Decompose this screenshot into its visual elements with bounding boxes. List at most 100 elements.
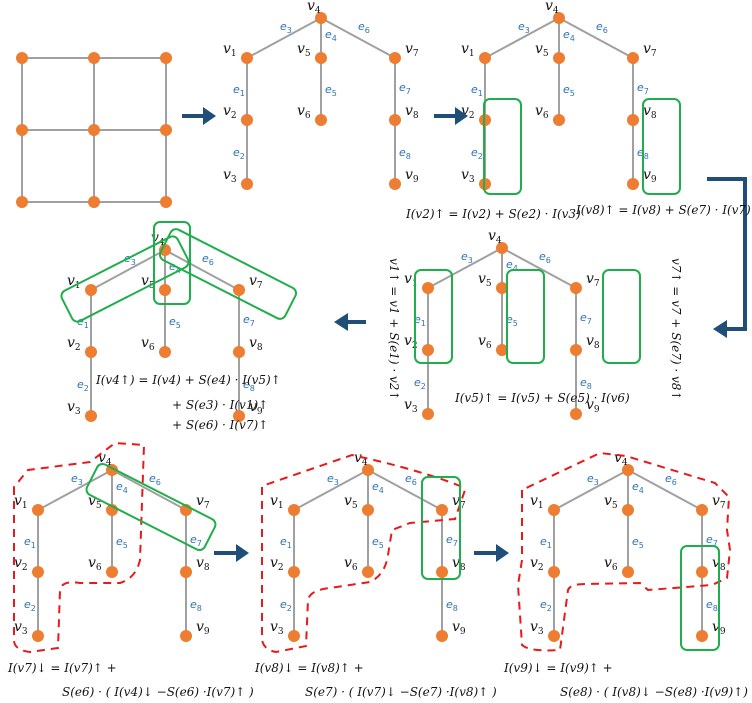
tree-node-v2 (241, 114, 253, 126)
vertex-label-v1: v1 (530, 493, 544, 511)
vertex-label-v8: v8 (196, 555, 210, 573)
tree-edge-e6 (320, 17, 396, 59)
edge-label-e1: e1 (540, 535, 552, 550)
tree-edge-e6 (367, 469, 443, 511)
tree-node-v9 (180, 630, 192, 642)
tree-node-v2 (288, 566, 300, 578)
tree-node-v9 (570, 408, 582, 420)
vertex-label-v7: v7 (712, 493, 726, 511)
grid-node (88, 52, 100, 64)
vertex-label-v3: v3 (270, 619, 284, 637)
highlight-box-v8-v9 (642, 98, 681, 195)
vertex-label-v9: v9 (196, 619, 210, 637)
highlight-box-v4-v7-p6 (85, 462, 217, 552)
tree-panels: e1 e2 e3 e4 e5 e6 e7 e8 v1 v2 v3 v4 v5 v6 v7 v8 v9 e1 e2 e3… (14, 0, 726, 642)
vertex-label-v2: v2 (223, 103, 237, 121)
tree-node-v8 (627, 114, 639, 126)
vertex-label-v1: v1 (461, 41, 475, 59)
tree-node-v5 (159, 284, 171, 296)
edge-label-e6: e6 (665, 472, 677, 487)
tree-node-v5 (496, 282, 508, 294)
tree-node-v7 (233, 284, 245, 296)
tree-node-v1 (241, 52, 253, 64)
vertex-label-v3: v3 (14, 619, 28, 637)
vertex-label-v3: v3 (461, 167, 475, 185)
tree-node-v5 (553, 52, 565, 64)
edge-label-e5: e5 (563, 83, 575, 98)
formula-p4-v1: v1↑ = v1 + S(e1) · v2↑ (387, 258, 401, 400)
formula-p6-line2: S(e6) · ( I(v4)↓ −S(e6) ·I(v7)↑ ) (62, 685, 254, 699)
tree-node-v3 (422, 408, 434, 420)
edge-label-e7: e7 (399, 81, 411, 96)
vertex-label-v4: v4 (307, 0, 321, 16)
vertex-label-v5: v5 (604, 493, 618, 511)
tree-edge-e3 (37, 469, 113, 511)
edge-label-e7: e7 (706, 533, 718, 548)
formula-p5-line3: + S(e6) · I(v7)↑ (172, 418, 268, 432)
edge-label-e1: e1 (280, 535, 292, 550)
edge-label-e2: e2 (233, 146, 245, 161)
tree-node-v2 (32, 566, 44, 578)
edge-label-e8: e8 (243, 378, 255, 393)
edge-label-e4: e4 (325, 28, 337, 43)
edge-label-e1: e1 (414, 313, 426, 328)
tree-node-v9 (389, 178, 401, 190)
vertex-label-v8: v8 (405, 103, 419, 121)
edge-label-e3: e3 (327, 472, 339, 487)
tree-node-v2 (85, 346, 97, 358)
tree-node-v3 (241, 178, 253, 190)
edge-label-e2: e2 (471, 146, 483, 161)
vertex-label-v2: v2 (14, 555, 28, 573)
vertex-label-v1: v1 (14, 493, 28, 511)
tree-node-v4 (159, 244, 171, 256)
tree-node-v3 (32, 630, 44, 642)
formula-p3-v2: I(v2)↑ = I(v2) + S(e2) · I(v3) (405, 207, 581, 221)
edge-label-e2: e2 (24, 598, 36, 613)
highlight-box-v1-v4 (60, 235, 190, 323)
grid-node (160, 124, 172, 136)
edge-label-e4: e4 (563, 28, 575, 43)
vertex-label-v3: v3 (67, 399, 81, 417)
tree-node-v1 (422, 282, 434, 294)
vertex-label-v4: v4 (488, 228, 502, 246)
edge-label-e7: e7 (637, 81, 649, 96)
highlight-box-v4-v5 (153, 221, 191, 305)
edge-label-e4: e4 (372, 480, 384, 495)
tree-node-v9 (233, 410, 245, 422)
tree-node-v2 (548, 566, 560, 578)
edge-label-e1: e1 (471, 83, 483, 98)
tree-node-v8 (180, 566, 192, 578)
edge-label-e5: e5 (169, 315, 181, 330)
edge-label-e8: e8 (446, 598, 458, 613)
formulas: I(v2)↑ = I(v2) + S(e2) · I(v3) I(v8)↑ = … (7, 203, 751, 699)
edge-label-e2: e2 (280, 598, 292, 613)
vertex-label-v6: v6 (141, 335, 155, 353)
vertex-label-v5: v5 (535, 41, 549, 59)
tree-edge-e6 (164, 249, 240, 291)
vertex-label-v5: v5 (297, 41, 311, 59)
vertex-label-v6: v6 (344, 555, 358, 573)
grid-node (88, 196, 100, 208)
tree-node-v6 (315, 114, 327, 126)
vertex-label-v7: v7 (586, 271, 600, 289)
vertex-label-v5: v5 (344, 493, 358, 511)
tree-node-v3 (85, 410, 97, 422)
tree-node-v8 (570, 344, 582, 356)
tree-node-v9 (436, 630, 448, 642)
formula-p6-line1: I(v7)↓ = I(v7)↑ + (7, 661, 117, 675)
region-dashed-p7 (261, 453, 467, 654)
edge-label-e3: e3 (71, 472, 83, 487)
edge-label-e2: e2 (414, 376, 426, 391)
grid-node (16, 124, 28, 136)
vertex-label-v3: v3 (404, 397, 418, 415)
tree-node-v6 (496, 344, 508, 356)
tree-node-v1 (85, 284, 97, 296)
tree-edge-e3 (246, 17, 322, 59)
formula-p4-v5: I(v5)↑ = I(v5) + S(e5) · I(v6) (454, 391, 630, 405)
tree-edge-e3 (427, 247, 503, 289)
edge-label-e4: e4 (116, 480, 128, 495)
vertex-label-v1: v1 (223, 41, 237, 59)
